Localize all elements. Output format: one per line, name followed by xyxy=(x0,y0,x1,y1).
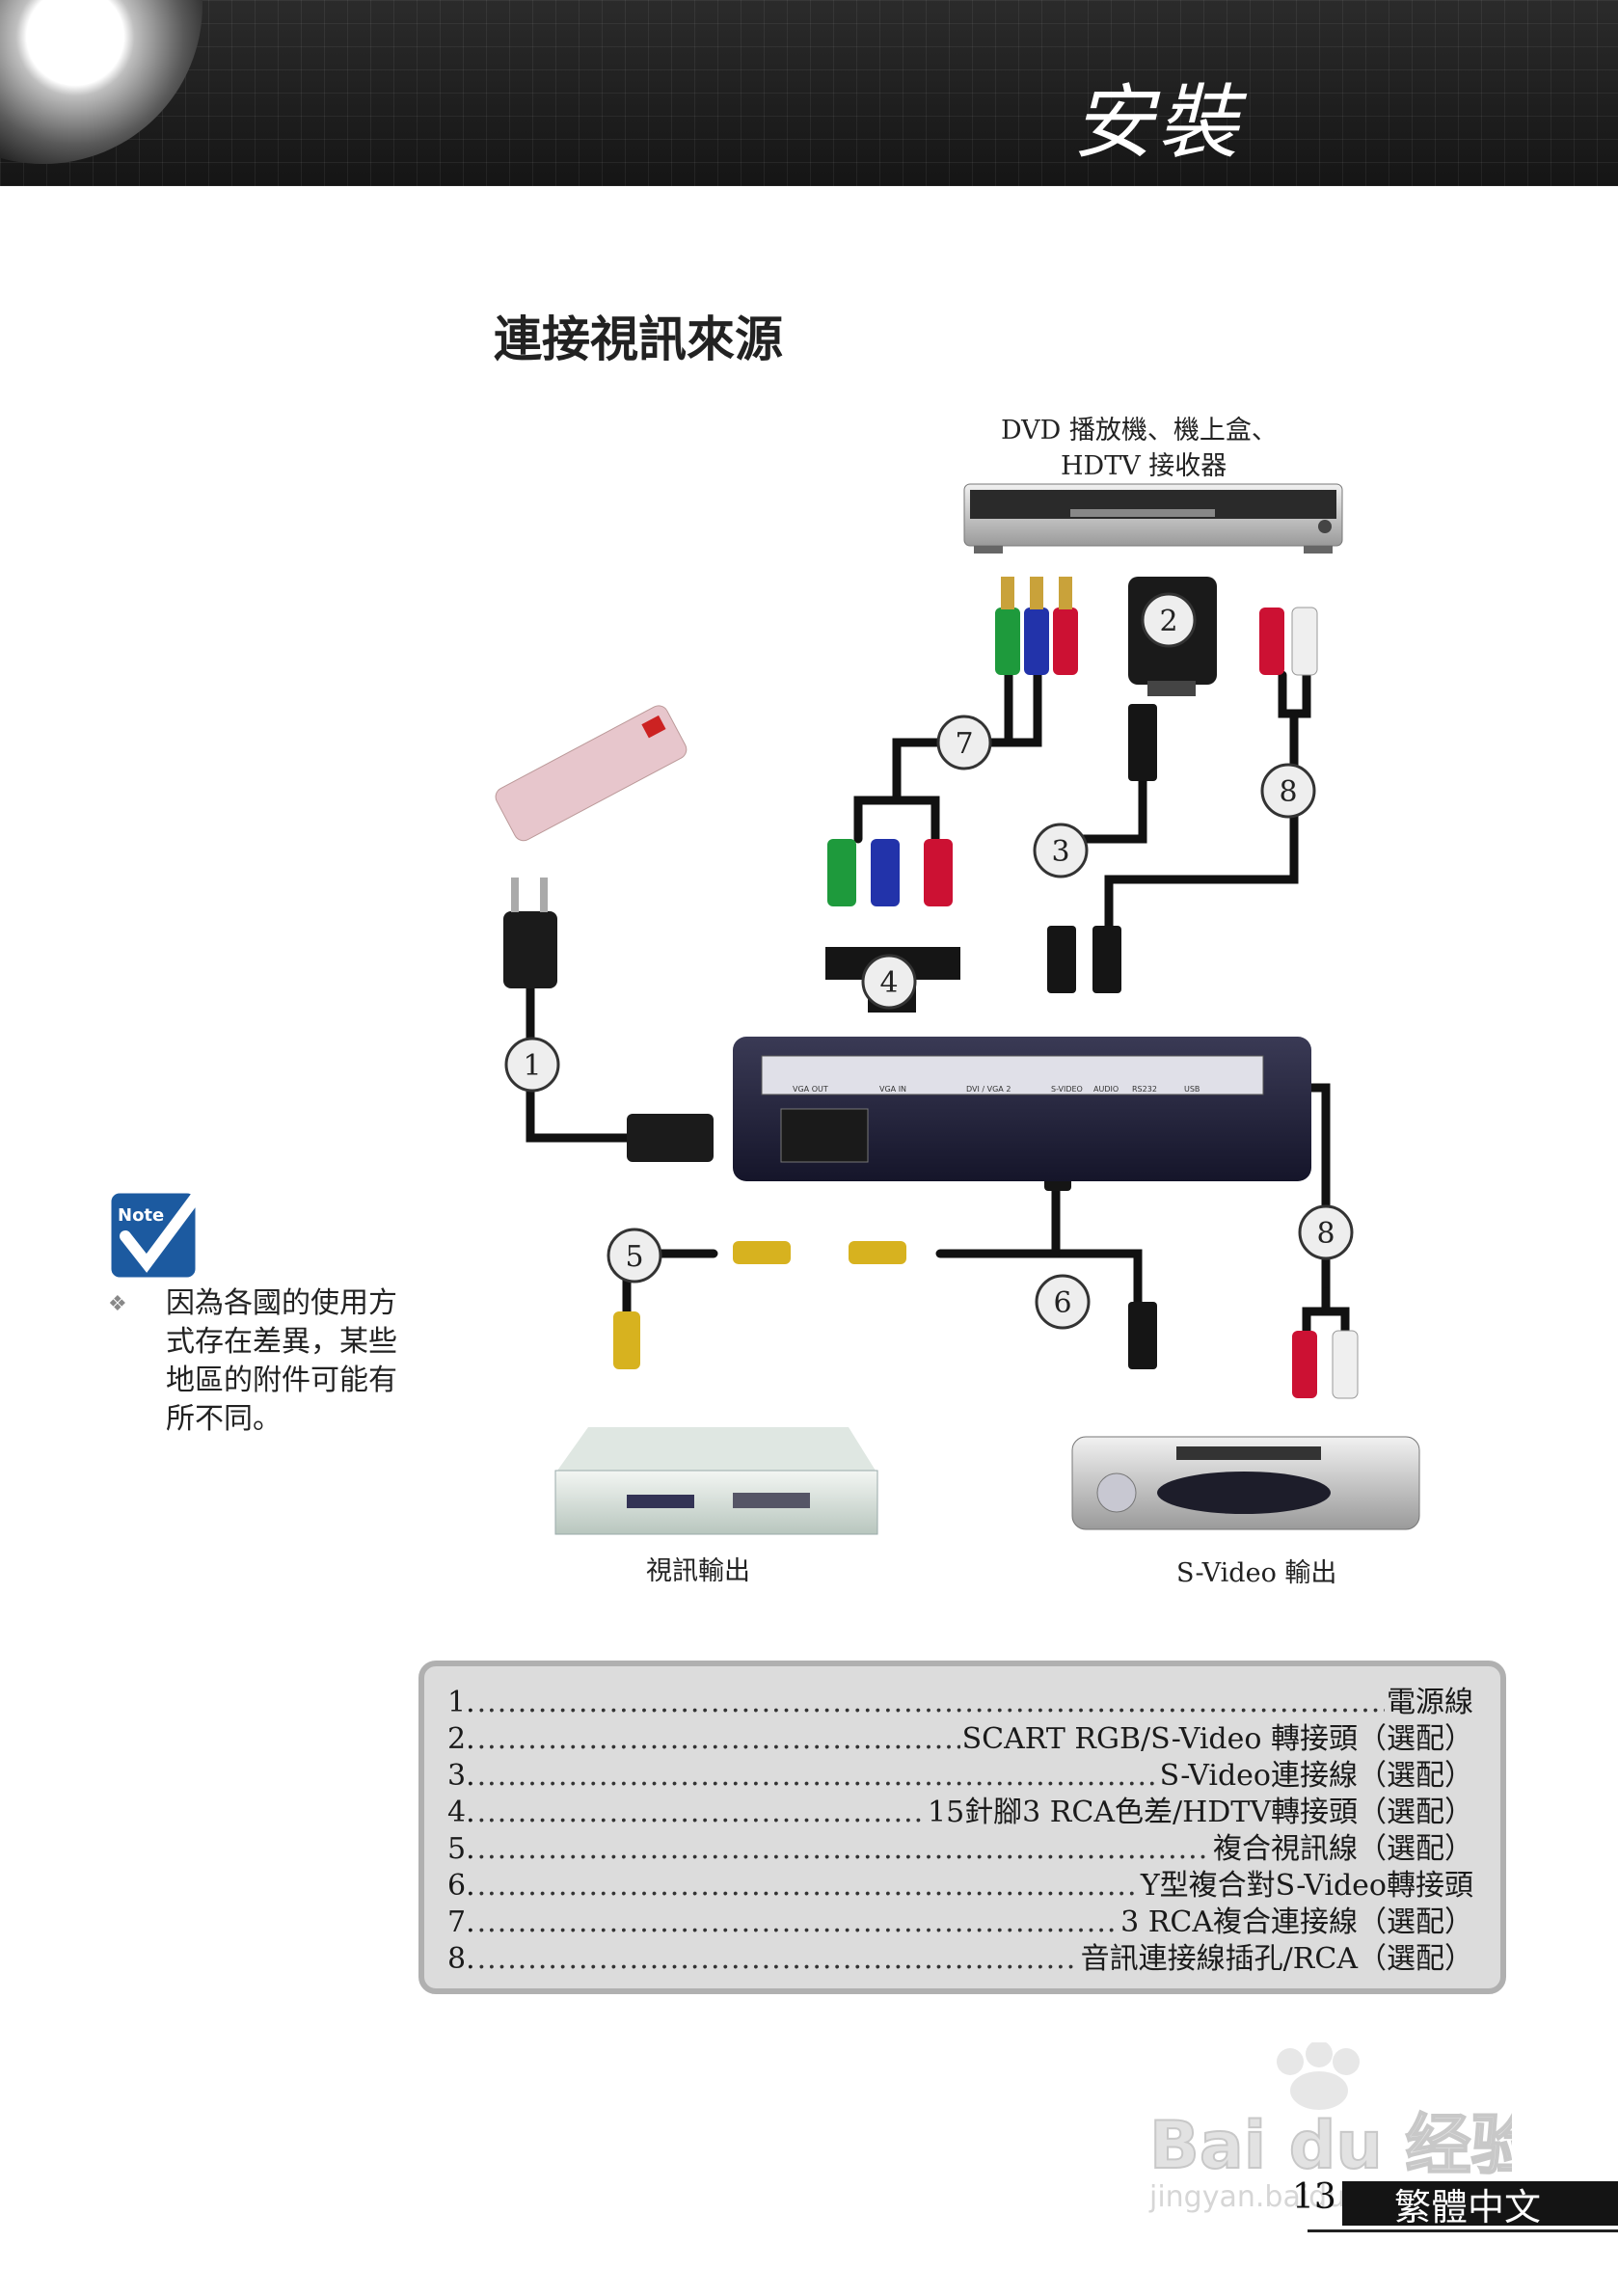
port-label-vga-in: VGA IN xyxy=(879,1085,906,1094)
port-label-usb: USB xyxy=(1184,1085,1200,1094)
svideo-player-device xyxy=(1071,1436,1420,1530)
component-rca-plugs-top xyxy=(995,577,1078,675)
parts-list-item: 1.電源線 xyxy=(447,1678,1473,1719)
component-rca-plugs-bottom xyxy=(827,839,953,906)
dvd-player-label-line2: HDTV 接收器 xyxy=(1061,451,1227,481)
video-out-label: 視訊輸出 xyxy=(646,1556,750,1586)
note-bullet: ❖ xyxy=(108,1292,127,1316)
callout-1: 1 xyxy=(504,1037,560,1093)
svg-text:8: 8 xyxy=(1279,775,1297,809)
parts-list-item: 3.S-Video連接線（選配） xyxy=(447,1751,1473,1793)
parts-list-item: 6.Y型複合對S-Video轉接頭 xyxy=(447,1861,1473,1903)
footer-bar xyxy=(1342,2181,1618,2226)
header-title: 安裝 xyxy=(1071,75,1242,170)
svg-text:2: 2 xyxy=(1159,605,1177,638)
callout-7: 7 xyxy=(936,715,992,770)
footer-language: 繁體中文 xyxy=(1394,2186,1542,2228)
svg-text:1: 1 xyxy=(523,1049,541,1083)
dvd-player-label-line1: DVD 播放機、機上盒、 xyxy=(1001,416,1278,446)
note-text: 因為各國的使用方 式存在差異，某些 地區的附件可能有 所不同。 xyxy=(166,1284,436,1439)
dvd-player-device xyxy=(963,483,1343,554)
connection-diagram: DVD 播放機、機上盒、 HDTV 接收器 xyxy=(495,416,1420,1588)
callout-6: 6 xyxy=(1035,1274,1091,1330)
port-label-svideo: S-VIDEO xyxy=(1051,1085,1083,1094)
audio-rca-plugs xyxy=(1259,607,1359,1399)
note-line: 地區的附件可能有 xyxy=(166,1364,397,1397)
watermark-text: Bai du 经验 xyxy=(1149,2108,1512,2184)
projector-device: VGA OUT VGA IN DVI / VGA 2 S-VIDEO AUDIO… xyxy=(733,1037,1311,1181)
port-label-vga-out: VGA OUT xyxy=(793,1085,828,1094)
parts-list-item: 2.SCART RGB/S-Video 轉接頭（選配） xyxy=(447,1715,1473,1756)
callout-2: 2 xyxy=(1141,592,1197,648)
svg-text:3: 3 xyxy=(1051,835,1069,869)
note-line: 所不同。 xyxy=(166,1402,282,1436)
port-label-rs232: RS232 xyxy=(1132,1085,1157,1094)
parts-list-item: 8.音訊連接線插孔/RCA（選配） xyxy=(447,1934,1473,1976)
port-label-dvi: DVI / VGA 2 xyxy=(966,1085,1011,1094)
svg-text:Note: Note xyxy=(118,1205,164,1226)
svg-text:8: 8 xyxy=(1316,1217,1335,1251)
svideo-out-label: S-Video 輸出 xyxy=(1176,1558,1336,1588)
vcr-device xyxy=(554,1427,878,1535)
svg-text:5: 5 xyxy=(625,1240,643,1274)
callout-8-top: 8 xyxy=(1260,763,1316,819)
callout-5: 5 xyxy=(607,1228,662,1283)
svg-text:7: 7 xyxy=(955,727,973,761)
power-plug xyxy=(503,878,557,988)
svg-text:6: 6 xyxy=(1053,1286,1071,1320)
header-grid-pattern xyxy=(0,0,1618,186)
note-line: 式存在差異，某些 xyxy=(166,1325,397,1359)
svg-text:4: 4 xyxy=(879,966,898,1000)
svideo-plugs xyxy=(1044,704,1157,1369)
composite-rca-plugs xyxy=(613,1241,906,1369)
page-title: 連接視訊來源 xyxy=(494,311,783,367)
power-strip xyxy=(495,705,688,842)
callout-3: 3 xyxy=(1033,823,1089,878)
callout-8-bottom: 8 xyxy=(1298,1204,1354,1260)
port-label-audio: AUDIO xyxy=(1093,1085,1119,1094)
parts-list-item: 4.15針腳3 RCA色差/HDTV轉接頭（選配） xyxy=(447,1788,1473,1829)
note-icon: Note xyxy=(108,1175,216,1283)
footer-rule xyxy=(1308,2229,1618,2232)
parts-list: 1.電源線 2.SCART RGB/S-Video 轉接頭（選配） 3.S-Vi… xyxy=(418,1661,1506,1994)
note-line: 因為各國的使用方 xyxy=(166,1286,397,1320)
callout-4: 4 xyxy=(861,954,917,1010)
power-cord-connector xyxy=(627,1114,714,1162)
header-banner: 安裝 xyxy=(0,0,1618,186)
page-number: 13 xyxy=(1292,2177,1336,2217)
parts-list-item: 7.3 RCA複合連接線（選配） xyxy=(447,1898,1473,1939)
parts-list-item: 5.複合視訊線（選配） xyxy=(447,1824,1473,1866)
baidu-watermark: Bai du 经验 jingyan.baidu.com xyxy=(1148,2042,1512,2214)
